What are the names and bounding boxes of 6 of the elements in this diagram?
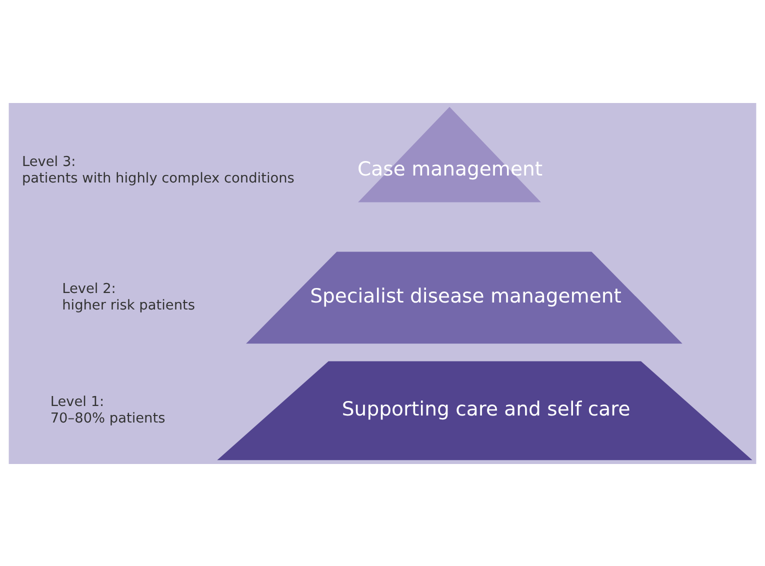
node-label: higher risk patients [62,297,196,314]
node-label: Level 2: [62,280,116,296]
node-label: Level 1: [50,393,104,410]
node-label: 70–80% patients [50,410,166,426]
node-label: patients with highly complex conditions [22,170,294,186]
node-label: Level 3: [22,153,76,170]
